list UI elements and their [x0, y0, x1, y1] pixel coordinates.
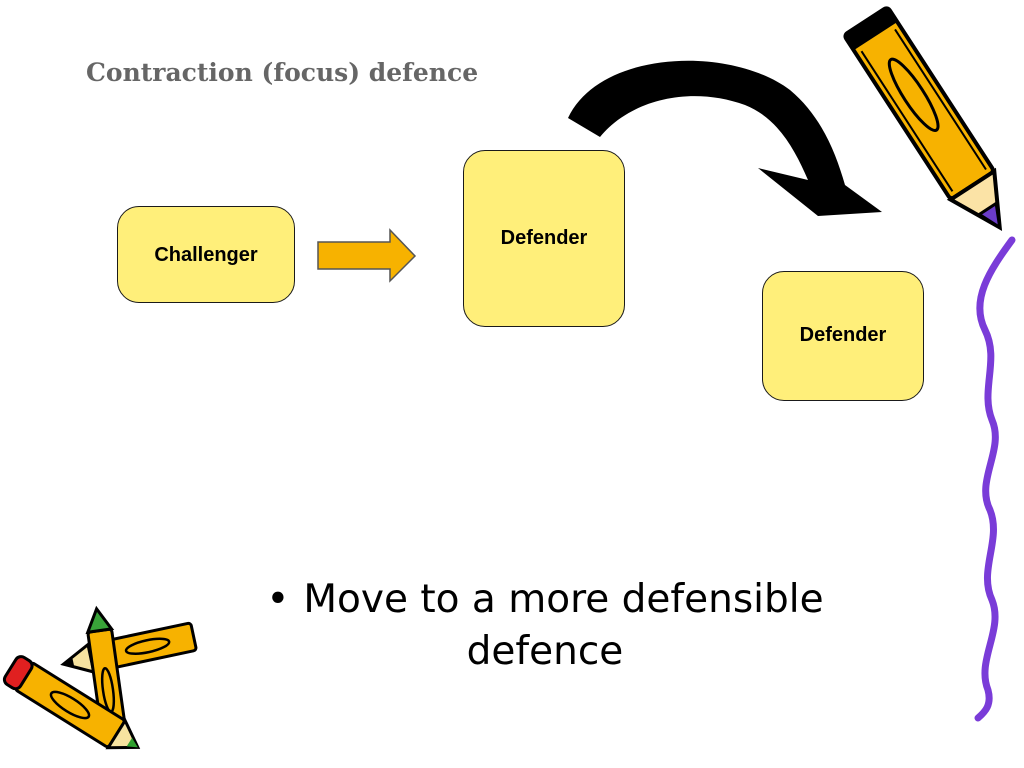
defender-label-initial: Defender — [500, 227, 588, 249]
challenger-label: Challenger — [154, 244, 258, 266]
defender-box-initial: Defender — [463, 150, 625, 327]
squiggle-decoration — [974, 236, 1016, 722]
bullet-marker: • — [266, 577, 290, 622]
bullet-text: Move to a more defensible defence — [303, 577, 824, 674]
challenger-box: Challenger — [117, 206, 295, 303]
defender-box-contracted: Defender — [762, 271, 924, 401]
defender-label-contracted: Defender — [799, 324, 887, 346]
curved-arrow-icon — [568, 60, 882, 217]
right-arrow-icon — [317, 228, 417, 283]
crayons-icon — [2, 605, 198, 750]
bullet-point: • Move to a more defensible defence — [220, 574, 870, 678]
pencil-icon — [843, 6, 1003, 231]
slide-title: Contraction (focus) defence — [86, 58, 479, 87]
